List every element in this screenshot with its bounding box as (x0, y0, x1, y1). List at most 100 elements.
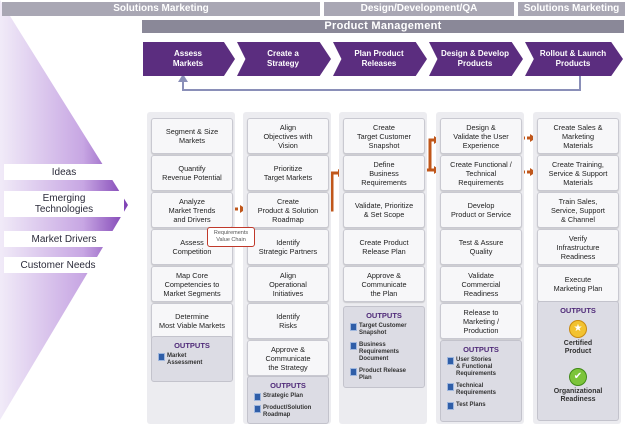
phase-rollout-launch: Rollout & Launch Products (525, 42, 623, 76)
step-box: Identify Risks (247, 303, 329, 339)
step-label: Align Objectives with Vision (263, 122, 313, 150)
step-label: Map Core Competencies to Market Segments (163, 270, 221, 298)
check-medal-icon: ✔ (569, 368, 587, 386)
document-icon (254, 405, 261, 413)
step-label: Create Sales & Marketing Materials (553, 122, 603, 150)
step-box: Test & Assure Quality (440, 229, 522, 265)
output-label: Product Release Plan (359, 368, 407, 381)
phase-label: Design & Develop Products (440, 49, 509, 68)
step-box: Validate, Prioritize & Set Scope (343, 192, 425, 228)
connector-col3-col4 (424, 138, 434, 172)
document-icon (350, 368, 357, 376)
outputs-title: OUTPUTS (366, 311, 402, 320)
step-label: Create Product & Solution Roadmap (257, 196, 319, 224)
step-label: Analyze Market Trends and Drivers (168, 196, 216, 224)
step-box: Determine Most Viable Markets (151, 303, 233, 339)
step-box: Approve & Communicate the Plan (343, 266, 425, 302)
step-label: Validate, Prioritize & Set Scope (354, 201, 414, 219)
document-icon (447, 383, 454, 391)
step-label: Validate Commercial Readiness (461, 270, 501, 298)
step-box: Develop Product or Service (440, 192, 522, 228)
step-label: Approve & Communicate the Plan (361, 270, 407, 298)
step-label: Quantify Revenue Potential (162, 164, 222, 182)
step-box: Align Objectives with Vision (247, 118, 329, 154)
document-icon (350, 342, 357, 350)
document-icon (447, 402, 454, 410)
step-label: Create Functional / Technical Requiremen… (450, 159, 512, 187)
header-design-development-qa: Design/Development/QA (324, 2, 514, 16)
step-label: Train Sales, Service, Support & Channel (551, 196, 605, 224)
header-solutions-marketing-left: Solutions Marketing (2, 2, 320, 16)
phase-plan-releases: Plan Product Releases (333, 42, 427, 76)
step-box: Define Business Requirements (343, 155, 425, 191)
document-icon (254, 393, 261, 401)
step-label: Assess Competition (172, 238, 212, 256)
step-box: Align Operational Initiatives (247, 266, 329, 302)
step-label: Release to Marketing / Production (462, 307, 500, 335)
step-box: Prioritize Target Markets (247, 155, 329, 191)
step-box: Train Sales, Service, Support & Channel (537, 192, 619, 228)
step-box: Approve & Communicate the Strategy (247, 340, 329, 376)
organizational-readiness-award: ✔ Organizational Readiness (538, 368, 618, 404)
outputs-title: OUTPUTS (174, 341, 210, 350)
outputs-title: OUTPUTS (560, 306, 596, 315)
step-label: Create Product Release Plan (359, 238, 409, 256)
step-box: Analyze Market Trends and Drivers (151, 192, 233, 228)
step-box: Validate Commercial Readiness (440, 266, 522, 302)
phase-assess-markets: Assess Markets (143, 42, 235, 76)
phase-label: Plan Product Releases (354, 49, 404, 68)
award-label: Organizational Readiness (553, 388, 603, 403)
step-label: Segment & Size Markets (165, 127, 219, 145)
step-box: Verify Infrastructure Readiness (537, 229, 619, 265)
step-label: Verify Infrastructure Readiness (556, 233, 600, 261)
step-box: Segment & Size Markets (151, 118, 233, 154)
step-label: Identify Risks (276, 312, 300, 330)
step-box: Create Functional / Technical Requiremen… (440, 155, 522, 191)
step-box: Execute Marketing Plan (537, 266, 619, 302)
step-box: Quantify Revenue Potential (151, 155, 233, 191)
step-box: Create Product Release Plan (343, 229, 425, 265)
document-icon (447, 357, 454, 365)
output-label: Technical Requirements (456, 383, 497, 396)
step-box: Create Sales & Marketing Materials (537, 118, 619, 154)
document-icon (158, 353, 165, 361)
outputs-box: OUTPUTS Market Assessment (151, 336, 233, 382)
output-label: Market Assessment (167, 353, 203, 366)
input-ideas: Ideas (4, 164, 124, 180)
step-label: Design & Validate the User Experience (453, 122, 509, 150)
phase-create-strategy: Create a Strategy (237, 42, 331, 76)
step-label: Develop Product or Service (450, 201, 512, 219)
output-label: User Stories & Functional Requirements (456, 357, 497, 377)
step-label: Execute Marketing Plan (553, 275, 603, 293)
outputs-box: OUTPUTS ★ Certified Product ✔ Organizational… (537, 301, 619, 421)
input-emerging-technologies: Emerging Technologies (4, 191, 124, 217)
input-market-drivers: Market Drivers (4, 231, 124, 247)
phase-label: Rollout & Launch Products (539, 49, 607, 68)
requirements-value-chain-tag: Requirements Value Chain (207, 227, 255, 247)
step-box: Create Product & Solution Roadmap (247, 192, 329, 228)
output-label: Target Customer Snapshot (359, 323, 407, 336)
step-box: Design & Validate the User Experience (440, 118, 522, 154)
document-icon (350, 323, 357, 331)
feedback-loop-arrowhead (178, 74, 188, 82)
output-label: Product/Solution Roadmap (263, 405, 312, 418)
step-box: Map Core Competencies to Market Segments (151, 266, 233, 302)
step-label: Approve & Communicate the Strategy (265, 344, 311, 372)
step-box: Create Target Customer Snapshot (343, 118, 425, 154)
step-label: Define Business Requirements (361, 159, 407, 187)
step-box: Create Training, Service & Support Mater… (537, 155, 619, 191)
product-management-banner: Product Management (142, 20, 624, 33)
step-box: Identify Strategic Partners (247, 229, 329, 265)
phase-label: Assess Markets (172, 49, 204, 68)
output-label: Strategic Plan (263, 393, 304, 399)
output-label: Test Plans (456, 402, 486, 408)
feedback-loop-line (182, 76, 581, 91)
step-label: Align Operational Initiatives (269, 270, 307, 298)
star-medal-icon: ★ (569, 320, 587, 338)
award-label: Certified Product (563, 340, 593, 355)
step-label: Test & Assure Quality (458, 238, 504, 256)
outputs-title: OUTPUTS (270, 381, 306, 390)
